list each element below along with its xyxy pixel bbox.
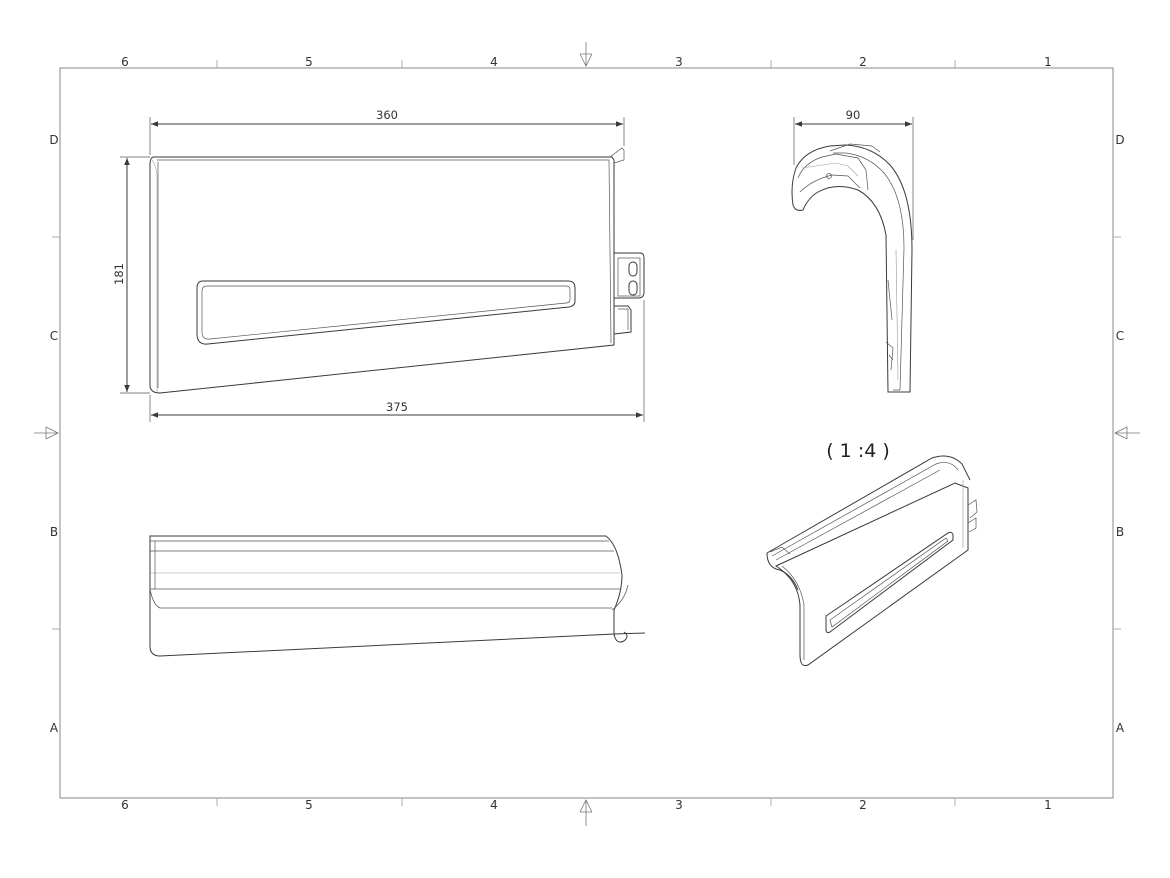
- column-label-top-6: 6: [121, 55, 129, 69]
- centering-marks: [34, 42, 1140, 826]
- zone-ticks: [52, 60, 1121, 806]
- dimension-height: 181: [112, 156, 150, 394]
- column-label-bottom-2: 2: [859, 798, 867, 812]
- row-label-left-a: A: [50, 721, 59, 735]
- row-label-right-b: B: [1116, 525, 1124, 539]
- column-label-bottom-4: 4: [490, 798, 498, 812]
- column-label-bottom-5: 5: [305, 798, 313, 812]
- dimension-depth: 90: [793, 108, 914, 240]
- row-label-right-d: D: [1115, 133, 1124, 147]
- row-label-right-c: C: [1116, 329, 1124, 343]
- column-label-bottom-1: 1: [1044, 798, 1052, 812]
- column-label-top-2: 2: [859, 55, 867, 69]
- isometric-view: ( 1 :4 ): [766, 440, 978, 666]
- column-label-bottom-6: 6: [121, 798, 129, 812]
- scale-label: ( 1 :4 ): [826, 440, 890, 462]
- dimension-label-375: 375: [386, 400, 408, 414]
- top-view: [149, 535, 646, 657]
- column-label-top-3: 3: [675, 55, 683, 69]
- side-view: [791, 143, 913, 393]
- column-label-bottom-3: 3: [675, 798, 683, 812]
- row-label-left-b: B: [50, 525, 58, 539]
- column-label-top-1: 1: [1044, 55, 1052, 69]
- front-view: [149, 147, 645, 394]
- dimension-label-90: 90: [846, 108, 861, 122]
- row-label-right-a: A: [1116, 721, 1125, 735]
- column-label-top-5: 5: [305, 55, 313, 69]
- dimension-label-360: 360: [376, 108, 398, 122]
- column-label-top-4: 4: [490, 55, 498, 69]
- dimension-label-181: 181: [112, 263, 126, 285]
- dimension-width-top: 360: [149, 108, 625, 155]
- dimension-width-bottom: 375: [149, 300, 645, 422]
- row-label-left-c: C: [50, 329, 58, 343]
- drawing-frame: [59, 67, 1114, 799]
- row-label-left-d: D: [49, 133, 58, 147]
